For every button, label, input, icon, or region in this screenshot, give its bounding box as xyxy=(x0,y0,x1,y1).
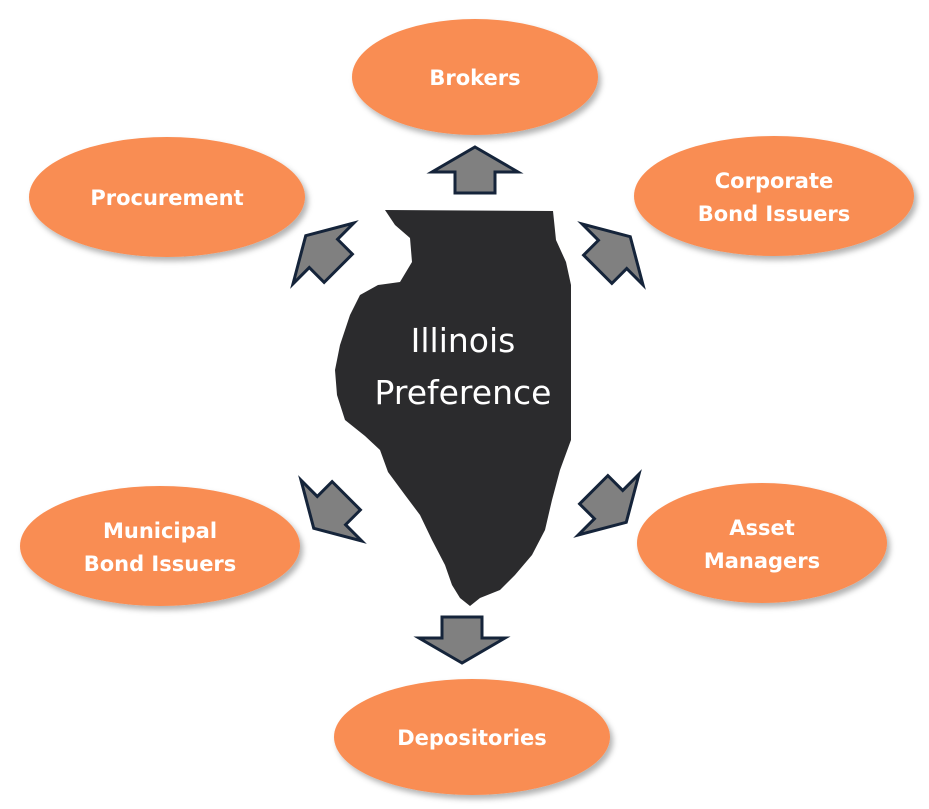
node-municipal-label-line1: Municipal xyxy=(103,519,217,543)
node-municipal-label-line2: Bond Issuers xyxy=(84,552,237,576)
node-depositories-label: Depositories xyxy=(397,726,547,750)
node-municipal-bond-issuers: Municipal Bond Issuers xyxy=(20,486,300,606)
node-corporate-label-line1: Corporate xyxy=(715,169,833,193)
node-corporate-label-line2: Bond Issuers xyxy=(698,202,851,226)
node-procurement: Procurement xyxy=(29,137,305,257)
node-procurement-label: Procurement xyxy=(90,186,243,210)
node-asset-label-line2: Managers xyxy=(704,549,820,573)
arrow-down-icon xyxy=(417,615,507,665)
arrow-up-icon xyxy=(430,145,520,195)
node-asset-managers: Asset Managers xyxy=(637,483,887,603)
node-corporate-bond-issuers: Corporate Bond Issuers xyxy=(634,136,914,256)
illinois-state-shape xyxy=(335,210,571,606)
node-depositories: Depositories xyxy=(334,679,610,795)
node-asset-label-line1: Asset xyxy=(729,516,795,540)
node-brokers-label: Brokers xyxy=(429,66,520,90)
node-brokers: Brokers xyxy=(352,19,598,135)
center-label-line1: Illinois xyxy=(411,321,516,360)
center-label-line2: Preference xyxy=(375,373,552,412)
